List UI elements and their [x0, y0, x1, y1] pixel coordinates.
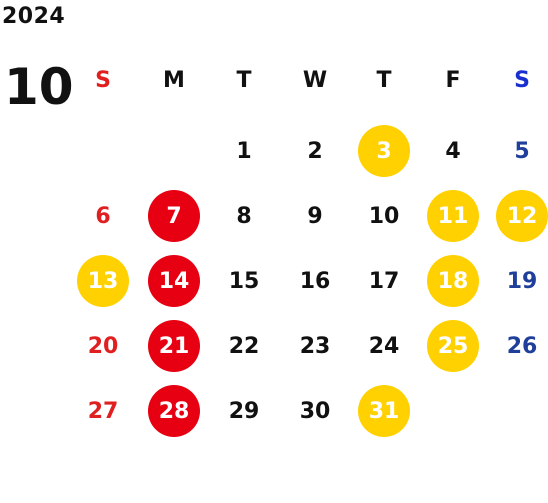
day-12[interactable]: 12 — [496, 190, 548, 242]
weekday-header-wednesday: W — [302, 68, 328, 93]
day-24[interactable]: 24 — [368, 333, 400, 359]
day-26[interactable]: 26 — [506, 333, 538, 359]
day-16[interactable]: 16 — [299, 268, 331, 294]
day-23[interactable]: 23 — [299, 333, 331, 359]
day-31[interactable]: 31 — [358, 385, 410, 437]
calendar-year: 2024 — [2, 4, 66, 29]
day-13[interactable]: 13 — [77, 255, 129, 307]
day-25[interactable]: 25 — [427, 320, 479, 372]
weekday-header-monday: M — [163, 68, 185, 93]
day-8[interactable]: 8 — [236, 203, 252, 229]
day-30[interactable]: 30 — [299, 398, 331, 424]
weekday-header-saturday: S — [514, 68, 530, 93]
day-27[interactable]: 27 — [87, 398, 119, 424]
day-29[interactable]: 29 — [228, 398, 260, 424]
day-19[interactable]: 19 — [506, 268, 538, 294]
day-2[interactable]: 2 — [307, 138, 323, 164]
weekday-header-tuesday: T — [236, 68, 252, 93]
weekday-header-sunday: S — [95, 68, 111, 93]
weekday-header-thursday: T — [376, 68, 392, 93]
day-15[interactable]: 15 — [228, 268, 260, 294]
day-18[interactable]: 18 — [427, 255, 479, 307]
weekday-header-friday: F — [445, 68, 461, 93]
day-4[interactable]: 4 — [445, 138, 461, 164]
day-22[interactable]: 22 — [228, 333, 260, 359]
day-17[interactable]: 17 — [368, 268, 400, 294]
day-10[interactable]: 10 — [368, 203, 400, 229]
day-20[interactable]: 20 — [87, 333, 119, 359]
calendar-month: 10 — [4, 58, 74, 116]
day-6[interactable]: 6 — [95, 203, 111, 229]
day-14[interactable]: 14 — [148, 255, 200, 307]
day-21[interactable]: 21 — [148, 320, 200, 372]
day-11[interactable]: 11 — [427, 190, 479, 242]
day-1[interactable]: 1 — [236, 138, 252, 164]
day-28[interactable]: 28 — [148, 385, 200, 437]
day-7[interactable]: 7 — [148, 190, 200, 242]
day-3[interactable]: 3 — [358, 125, 410, 177]
day-5[interactable]: 5 — [514, 138, 530, 164]
day-9[interactable]: 9 — [307, 203, 323, 229]
